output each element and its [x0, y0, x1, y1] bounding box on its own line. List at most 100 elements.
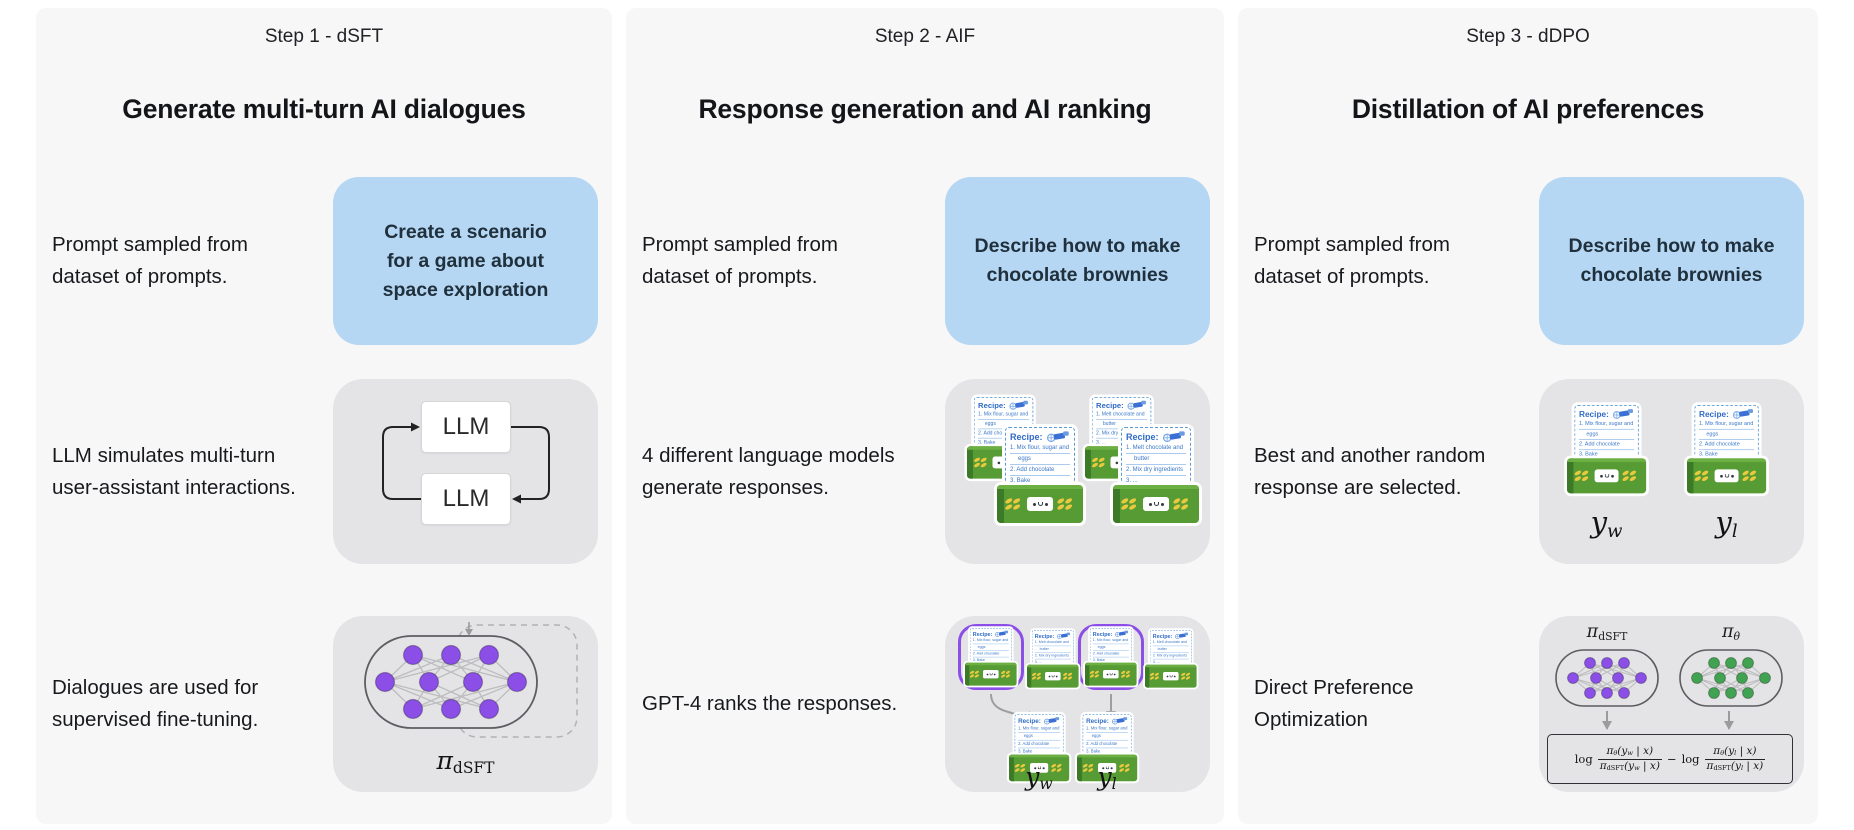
recipe-box: [1009, 754, 1070, 782]
recipe-box: [997, 485, 1083, 523]
wheat-icon: [1622, 470, 1637, 482]
y-l-label: yl: [1097, 762, 1117, 794]
face-icon: [1103, 670, 1119, 679]
formula-fraction: πθ(yl | x) πdSFT(yl | x): [1704, 744, 1766, 773]
recipe-step: 1. Mix flour, sugar and: [1698, 420, 1755, 430]
recipe-step: eggs: [1578, 430, 1635, 440]
wheat-icon: [1694, 470, 1709, 482]
wheat-icon: [1173, 498, 1189, 510]
recipe-title: Recipe:: [1152, 632, 1173, 639]
step-1-row-llm: LLM simulates multi-turn user-assistant …: [50, 379, 598, 564]
step-3-row-prompt: Prompt sampled from dataset of prompts. …: [1252, 175, 1804, 347]
recipe-step: 1. Mix flour, sugar and: [972, 638, 1009, 645]
step-2-panel: Step 2 - AIF Response generation and AI …: [626, 8, 1224, 824]
wheat-icon: [1089, 670, 1099, 678]
wheat-icon: [1082, 763, 1094, 772]
recipe-card: Recipe: 1. Melt chocolate and butter 2. …: [1145, 630, 1197, 689]
wheat-icon: [1001, 670, 1011, 678]
wheat-icon: [1119, 763, 1130, 772]
recipe-card: Recipe: 1. Mix flour, sugar and eggs 2. …: [1077, 714, 1138, 783]
recipe-title: Recipe:: [972, 630, 993, 637]
recipe-step: eggs: [1010, 454, 1070, 465]
recipe-step: 2. Mix dry ingredients: [1126, 465, 1186, 476]
llm-box: LLM: [421, 473, 511, 525]
step-1-heading: Generate multi-turn AI dialogues: [122, 94, 526, 124]
recipe-box: [1145, 664, 1197, 688]
wheat-icon: [1057, 498, 1073, 510]
formula-log: log: [1574, 752, 1593, 766]
recipe-title: Recipe:: [1698, 409, 1729, 419]
recipe-card: Recipe: 1. Mix flour, sugar and eggs 2. …: [1009, 714, 1070, 783]
recipe-step: butter: [1126, 454, 1186, 465]
recipe-step: eggs: [972, 644, 1009, 651]
recipe-step: 1. Mix flour, sugar and: [1578, 420, 1635, 430]
recipe-card: Recipe: 1. Melt chocolate and butter 2. …: [1113, 427, 1199, 525]
wheat-icon: [969, 670, 979, 678]
cycle-arrows-icon: [382, 422, 550, 504]
face-icon: [1714, 469, 1739, 483]
recipe-title: Recipe:: [1086, 717, 1109, 725]
face-icon: [1045, 672, 1061, 681]
recipe-step: 2. Add chocolate: [1018, 741, 1061, 749]
recipe-step: eggs: [1018, 733, 1061, 741]
mixer-icon: [1111, 716, 1128, 725]
recipe-step: 1. Mix flour, sugar and: [1086, 725, 1129, 733]
face-icon: [1594, 469, 1619, 483]
recipe-title: Recipe:: [1018, 717, 1041, 725]
recipe-step: 1. Mix flour, sugar and: [1092, 638, 1129, 645]
mixer-icon: [1056, 632, 1071, 639]
step-3-label: Step 3 - dDPO: [1466, 26, 1590, 47]
recipe-card: Recipe: 1. Mix flour, sugar and eggs 2. …: [1085, 628, 1137, 687]
recipe-step: 2. Add chocolate: [1698, 440, 1755, 451]
recipe-card: Recipe: 1. Melt chocolate and butter 2. …: [1027, 630, 1079, 689]
recipe-step: butter: [1034, 646, 1071, 653]
face-icon: [1143, 497, 1169, 511]
recipe-box: [1085, 662, 1137, 686]
recipe-step: 2. Mix dry ingredients: [1152, 654, 1189, 660]
step-1-label: Step 1 - dSFT: [264, 26, 384, 47]
recipe-step: 1. Mix flour, sugar and: [978, 411, 1030, 420]
row-description: Best and another random response are sel…: [1254, 443, 1486, 499]
recipe-step: eggs: [978, 420, 1030, 430]
llm-cycle-diagram: LLM LLM: [333, 379, 598, 564]
face-icon: [1163, 672, 1179, 681]
recipe-step: 1. Melt chocolate and: [1152, 640, 1189, 647]
recipe-step: 2. Add chocolate: [978, 429, 1030, 439]
theta-network-icon: [1677, 646, 1785, 710]
mixer-icon: [1046, 430, 1069, 442]
recipe-box: [1077, 754, 1138, 782]
recipe-box: [1027, 664, 1079, 688]
prompt-bubble: Describe how to make chocolate brownies: [945, 177, 1210, 345]
llm-box: LLM: [421, 401, 511, 453]
recipe-box: [1113, 485, 1199, 523]
mixer-icon: [1732, 408, 1753, 419]
recipe-step: eggs: [1086, 733, 1129, 741]
recipe-step: eggs: [1698, 430, 1755, 440]
recipe-step: 2. Add chocolate: [1086, 741, 1129, 749]
step-1-panel: Step 1 - dSFT Generate multi-turn AI dia…: [36, 8, 612, 824]
wheat-icon: [1121, 498, 1137, 510]
recipe-step: 1. Mix flour, sugar and: [1018, 725, 1061, 733]
ranking-diagram: Recipe: 1. Mix flour, sugar and eggs 2. …: [945, 616, 1210, 794]
step-3-row-dpo: Direct Preference Optimization πdSFT πθ …: [1252, 616, 1804, 792]
mixer-icon: [1127, 400, 1146, 410]
recipe-step: 2. Add chocolate: [1010, 465, 1070, 476]
step-3-row-selection: Best and another random response are sel…: [1252, 379, 1804, 564]
face-icon: [1098, 763, 1117, 773]
row-description: GPT-4 ranks the responses.: [642, 692, 898, 715]
wheat-icon: [974, 457, 987, 468]
recipe-step: butter: [1152, 646, 1189, 653]
recipe-step: 1. Mix flour, sugar and: [1010, 443, 1070, 454]
mixer-icon: [1612, 408, 1633, 419]
down-arrows-icon: [1602, 711, 1734, 730]
dpo-diagram: πdSFT πθ log πθ(yw | x) πdSFT(yw | x): [1539, 616, 1804, 792]
mixer-icon: [1174, 632, 1189, 639]
recipe-step: eggs: [1092, 644, 1129, 651]
recipe-title: Recipe:: [1578, 409, 1609, 419]
recipe-step: 1. Melt chocolate and: [1034, 640, 1071, 647]
dsft-network-icon: [1553, 646, 1661, 710]
row-description: 4 different language models generate res…: [642, 443, 895, 499]
recipe-title: Recipe:: [1010, 431, 1043, 442]
mixer-icon: [994, 630, 1009, 637]
recipe-step: 2. Add chocolate: [1578, 440, 1635, 451]
